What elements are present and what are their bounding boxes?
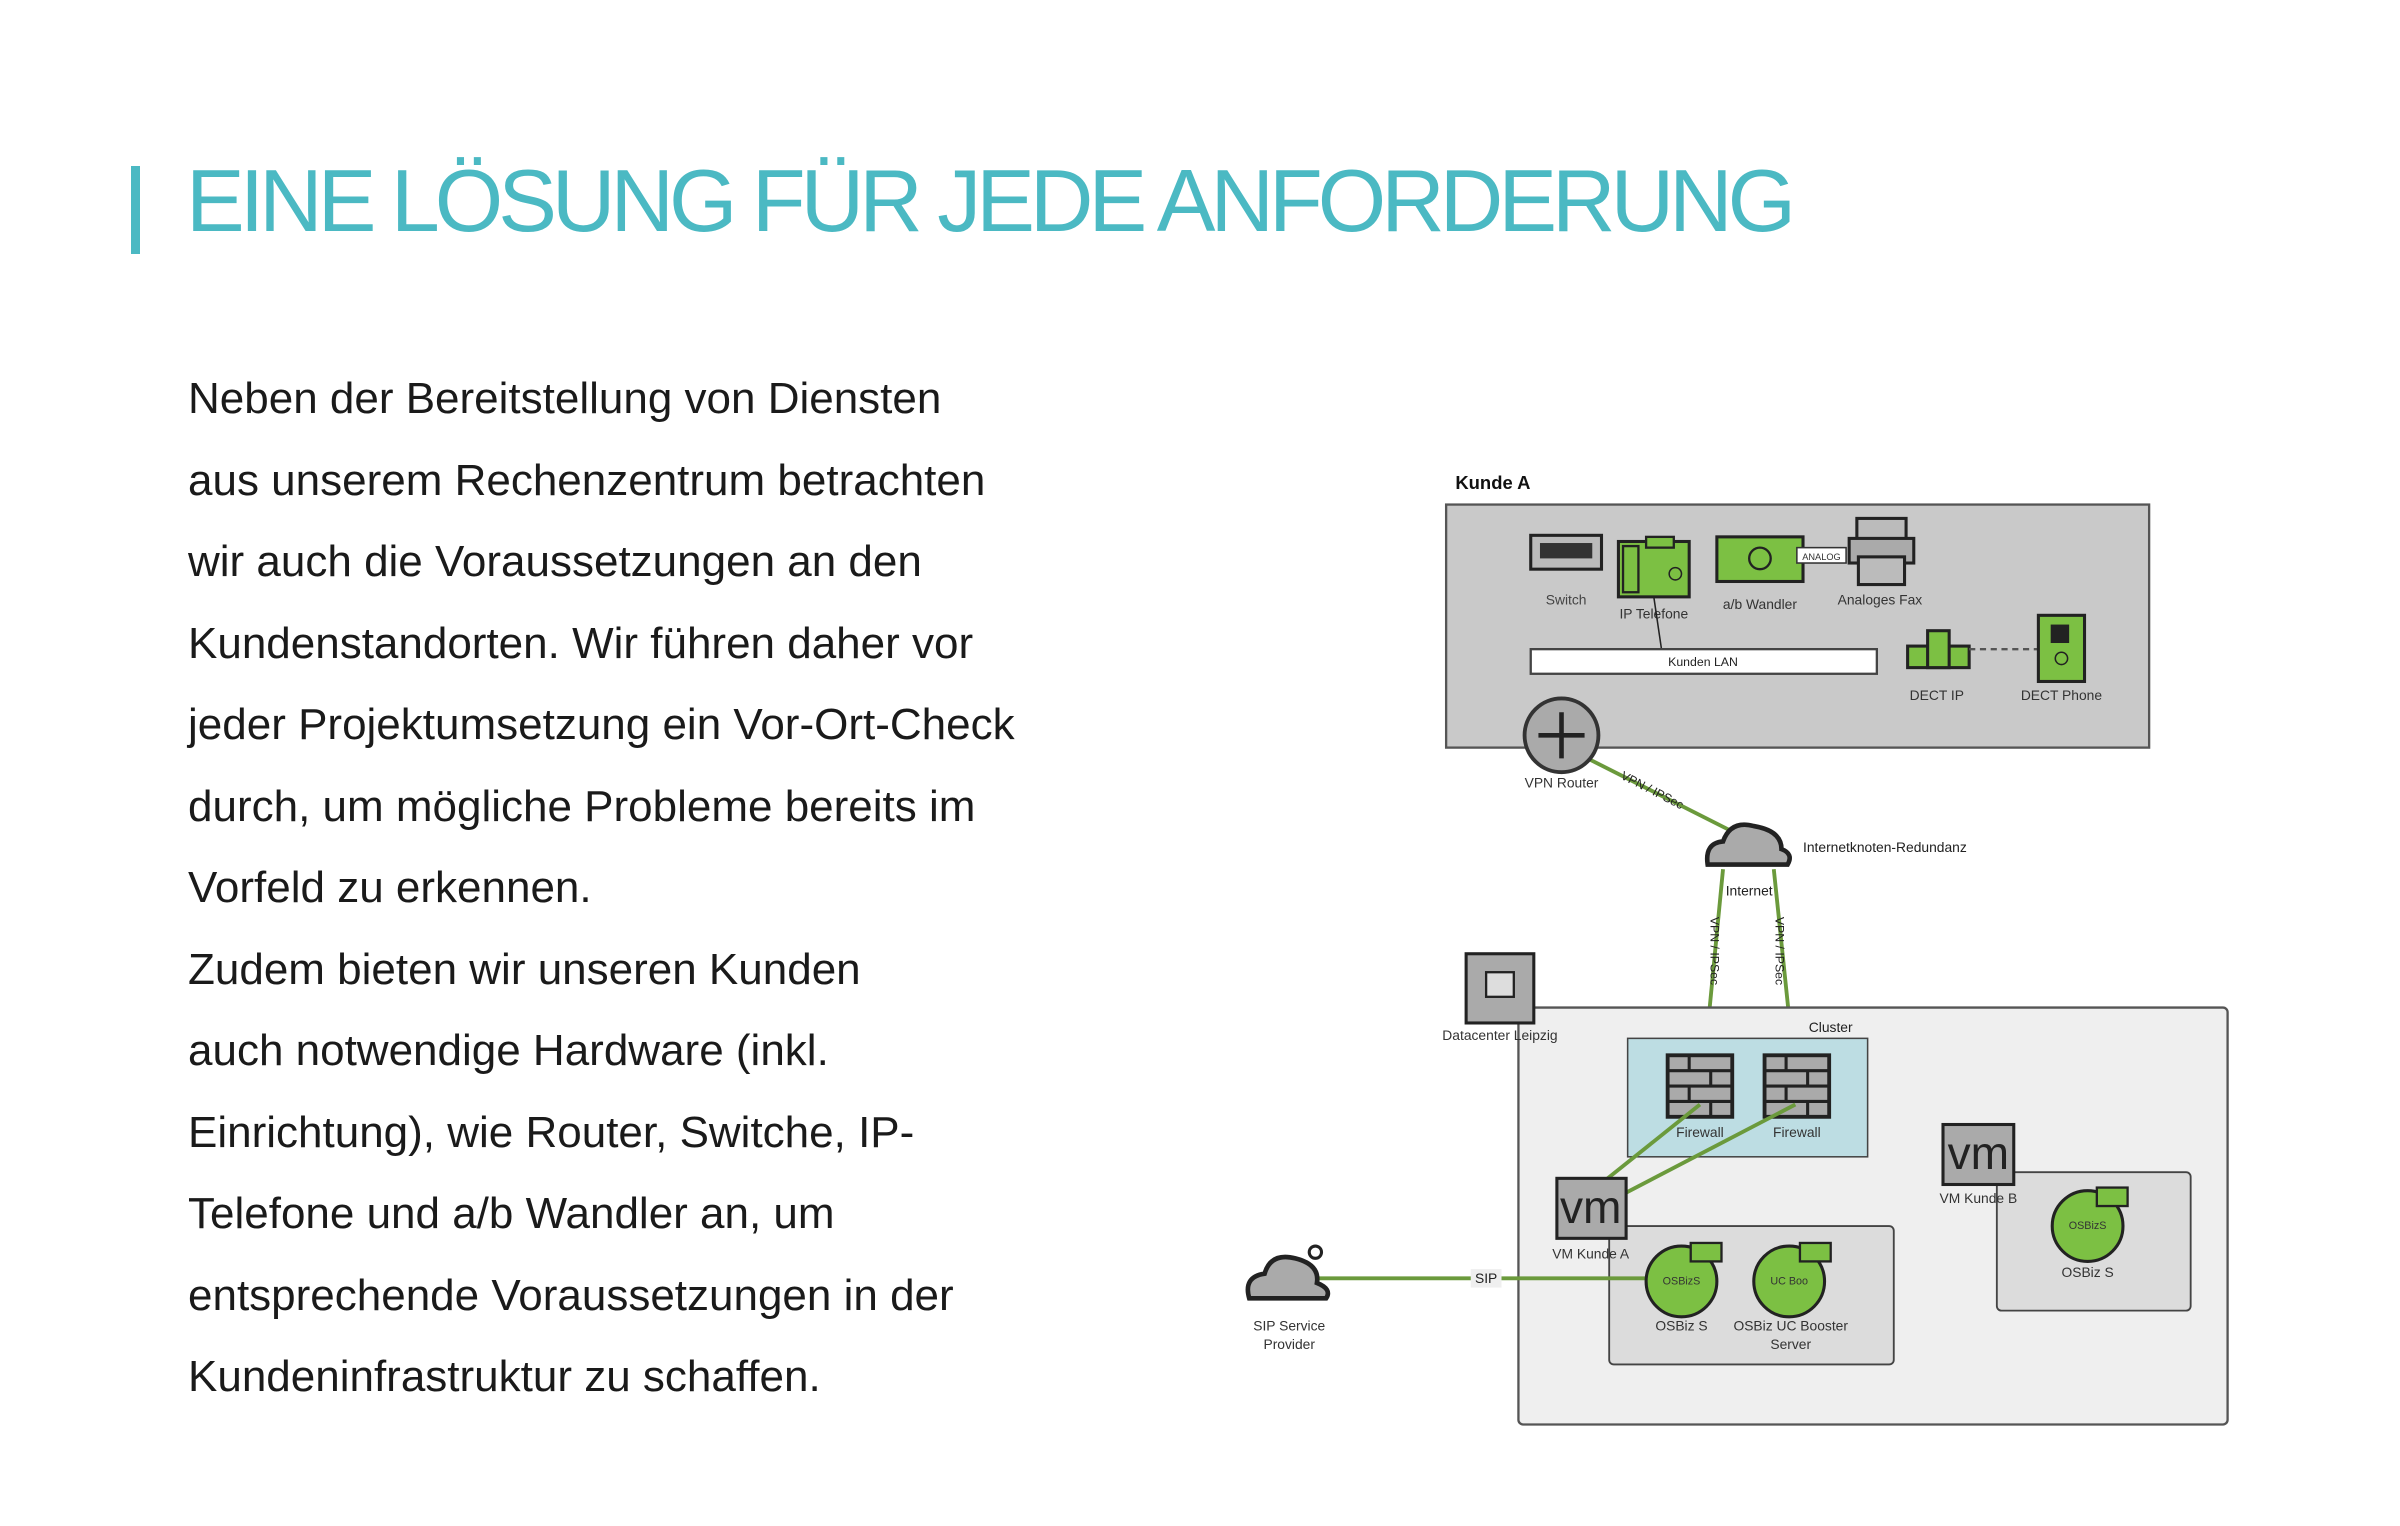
vm-b-glyph: vm bbox=[1948, 1127, 2010, 1179]
paragraph-line: durch, um mögliche Probleme bereits im bbox=[188, 781, 976, 831]
vm-icon bbox=[1555, 1176, 1628, 1240]
paragraph-line: Neben der Bereitstellung von Diensten bbox=[188, 374, 942, 423]
paragraph-line: Zudem bieten wir unseren Kunden bbox=[188, 944, 861, 994]
switch-icon bbox=[1529, 533, 1604, 571]
sip-provider-label-1: SIP Service bbox=[1253, 1318, 1325, 1334]
paragraph-line: Vorfeld zu erkennen. bbox=[188, 863, 592, 912]
paragraph-line: aus unserem Rechenzentrum betrachten bbox=[188, 455, 986, 505]
osbiz-circle-label-b: OSBizS bbox=[2069, 1220, 2107, 1232]
fax-icon bbox=[1847, 516, 1916, 587]
ab-wandler-label: a/b Wandler bbox=[1723, 596, 1797, 612]
vpn-router-label: VPN Router bbox=[1525, 775, 1599, 791]
osbiz-s-label-b: OSBiz S bbox=[2061, 1264, 2113, 1280]
phone-lan-link bbox=[1653, 596, 1663, 650]
firewall-label-1: Firewall bbox=[1676, 1124, 1724, 1140]
uc-booster-icon bbox=[1752, 1241, 1832, 1319]
page-title: EINE LÖSUNG FÜR JEDE ANFORDERUNG bbox=[186, 151, 1796, 250]
ip-phone-icon bbox=[1616, 535, 1691, 599]
sip-gear-icon bbox=[1307, 1244, 1324, 1260]
ucboo-circle-label: UC Boo bbox=[1770, 1275, 1808, 1287]
internet-label: Internet bbox=[1726, 882, 1773, 898]
sip-cloud-icon bbox=[1245, 1254, 1331, 1301]
ip-phone-label: IP Telefone bbox=[1619, 605, 1688, 621]
osbiz-server-icon bbox=[2050, 1186, 2129, 1263]
uc-booster-label-1: OSBiz UC Booster bbox=[1733, 1318, 1848, 1334]
osbiz-server-icon bbox=[1644, 1241, 1723, 1319]
vpn-label-2: VPN / IPSec bbox=[1772, 917, 1786, 985]
vpn-router-icon bbox=[1522, 696, 1601, 775]
ab-wandler-icon bbox=[1715, 535, 1847, 584]
dect-phone-icon bbox=[2036, 613, 2087, 684]
redundancy-label: Internetknoten-Redundanz bbox=[1803, 839, 1967, 855]
body-paragraph: Neben der Bereitstellung von Diensten au… bbox=[188, 358, 1248, 1418]
datacenter-label: Datacenter Leipzig bbox=[1442, 1027, 1557, 1043]
paragraph-line: jeder Projektumsetzung ein Vor-Ort-Check bbox=[188, 700, 1015, 749]
paragraph-line: entsprechende Voraussetzungen in der bbox=[188, 1270, 954, 1320]
vpn-label: VPN / IPSec bbox=[1619, 769, 1686, 813]
dect-ip-icon bbox=[1906, 629, 1971, 670]
osbiz-s-label-a: OSBiz S bbox=[1655, 1318, 1707, 1334]
fax-label: Analoges Fax bbox=[1838, 592, 1923, 608]
analog-tag: ANALOG bbox=[1802, 552, 1840, 562]
sip-provider-label-2: Provider bbox=[1263, 1336, 1315, 1352]
title-accent-bar bbox=[131, 166, 140, 254]
paragraph-line: wir auch die Voraussetzungen an den bbox=[188, 537, 922, 586]
vpn-label-1: VPN / IPSec bbox=[1708, 917, 1722, 985]
firewall-vm-link-2 bbox=[1611, 1102, 1797, 1202]
datacenter-icon bbox=[1464, 952, 1536, 1025]
dect-ip-label: DECT IP bbox=[1910, 687, 1964, 703]
firewall-icon bbox=[1762, 1053, 1832, 1119]
paragraph-line: auch notwendige Hardware (inkl. bbox=[188, 1026, 829, 1075]
vm-a-glyph: vm bbox=[1560, 1181, 1622, 1233]
kunden-lan-label: Kunden LAN bbox=[1668, 655, 1738, 669]
cluster-box bbox=[1626, 1037, 1869, 1158]
paragraph-line: Telefone und a/b Wandler an, um bbox=[188, 1189, 835, 1238]
kunde-a-label: Kunde A bbox=[1455, 472, 1530, 493]
uc-booster-label-2: Server bbox=[1770, 1336, 1811, 1352]
osbiz-circle-label: OSBizS bbox=[1663, 1275, 1701, 1287]
vm-icon bbox=[1941, 1122, 2016, 1187]
vpn-link-kunde-a bbox=[1571, 748, 1732, 833]
vm-a-label: VM Kunde A bbox=[1552, 1245, 1630, 1261]
paragraph-line: Kundeninfrastruktur zu schaffen. bbox=[188, 1352, 821, 1401]
firewall-icon bbox=[1665, 1053, 1735, 1119]
firewall-vm-link-1 bbox=[1598, 1103, 1702, 1186]
vm-b-label: VM Kunde B bbox=[1940, 1190, 2018, 1206]
paragraph-line: Kundenstandorten. Wir führen daher vor bbox=[188, 618, 974, 668]
sip-label: SIP bbox=[1475, 1270, 1497, 1286]
dect-phone-label: DECT Phone bbox=[2021, 687, 2103, 703]
internet-cloud-icon bbox=[1704, 822, 1792, 867]
kunden-lan-bar bbox=[1529, 648, 1879, 675]
firewall-label-2: Firewall bbox=[1773, 1124, 1821, 1140]
paragraph-line: Einrichtung), wie Router, Switche, IP- bbox=[188, 1107, 915, 1157]
cluster-label: Cluster bbox=[1809, 1019, 1853, 1035]
sip-label-bg bbox=[1470, 1269, 1502, 1288]
switch-label: Switch bbox=[1546, 592, 1587, 608]
